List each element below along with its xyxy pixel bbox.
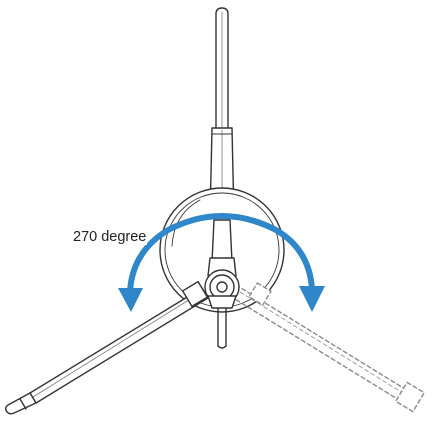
rotation-arrow [118,213,325,312]
pivot-hub [204,257,240,309]
arrowhead-left [118,288,143,312]
rotation-label: 270 degree [72,229,148,245]
boom-mic [5,280,209,415]
arrowhead-right [299,286,325,312]
boom-mic-alternate-position [229,282,425,413]
headband-top [215,7,229,131]
